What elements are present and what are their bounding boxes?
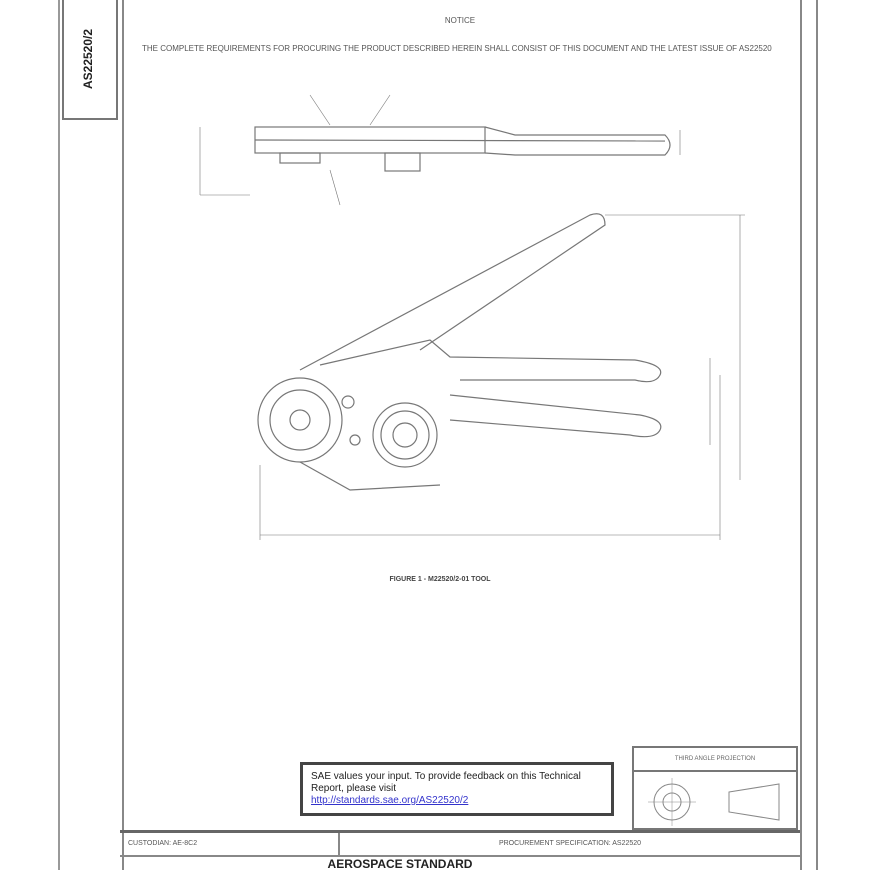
left-margin-frame (58, 0, 124, 870)
tool-drawing (199, 94, 745, 540)
side-view-drawing (199, 94, 681, 206)
document-number-text: AS22520/2 (81, 28, 96, 90)
feedback-box: SAE values your input. To provide feedba… (300, 762, 614, 816)
procurement-spec: PROCUREMENT SPECIFICATION: AS22520 (498, 840, 642, 847)
standard-type: AEROSPACE STANDARD (327, 857, 473, 871)
title-block-divider (120, 855, 800, 857)
right-margin-frame (800, 0, 818, 870)
feedback-link[interactable]: http://standards.sae.org/AS22520/2 (311, 795, 469, 806)
projection-label: THIRD ANGLE PROJECTION (634, 748, 796, 772)
custodian: CUSTODIAN: AE-8C2 (120, 833, 340, 855)
document-number-box (62, 0, 118, 120)
notice-heading: NOTICE (444, 16, 476, 25)
feedback-text: SAE values your input. To provide feedba… (311, 771, 581, 794)
title-block (120, 830, 800, 873)
figure-caption: FIGURE 1 - M22520/2-01 TOOL (389, 576, 491, 583)
notice-text: THE COMPLETE REQUIREMENTS FOR PROCURING … (142, 44, 772, 53)
projection-box: THIRD ANGLE PROJECTION (632, 746, 798, 830)
crimp-tool-drawing (257, 213, 745, 540)
third-angle-projection-symbol (648, 778, 780, 826)
document-number: AS22520/2 (62, 0, 114, 118)
